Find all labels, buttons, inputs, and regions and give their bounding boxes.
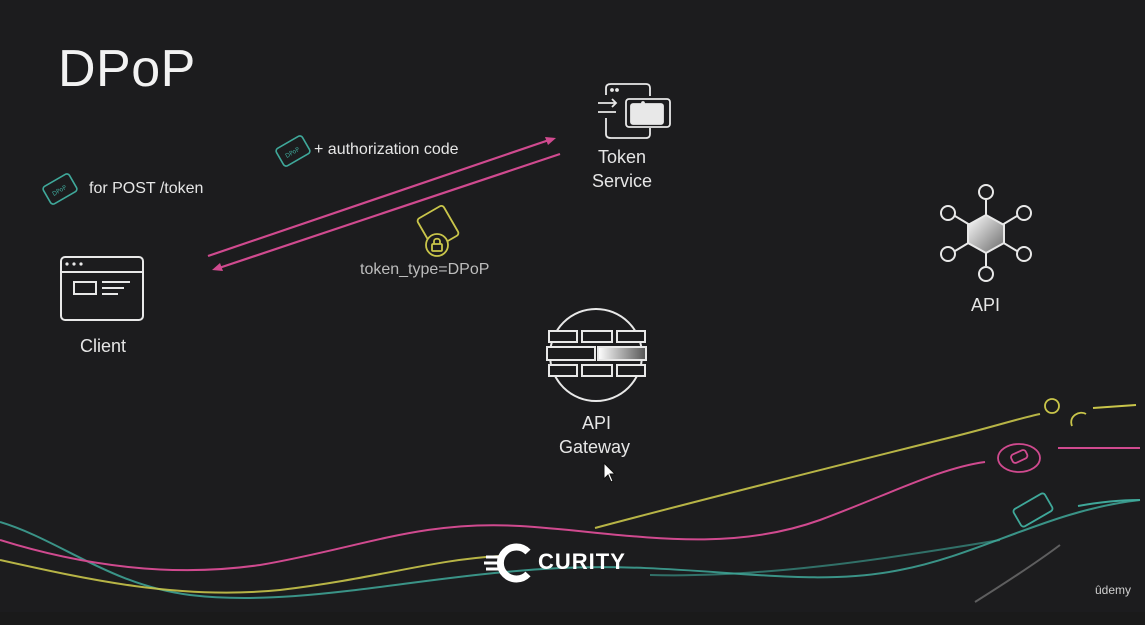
firewall-globe-icon [546, 308, 647, 402]
decorative-waves [0, 404, 1141, 603]
api-gateway-label-line2: Gateway [559, 437, 631, 457]
bottom-strip [0, 612, 1145, 625]
curity-logo-icon [484, 543, 531, 583]
token-service-label-line2: Service [592, 171, 653, 191]
teal-wave [0, 499, 1141, 599]
pink-wave [0, 461, 986, 572]
teal-wave-right [1077, 499, 1141, 507]
authorization-code-label: + authorization code [314, 141, 459, 158]
svg-text:DPoP: DPoP [284, 146, 301, 160]
slide-title: DPoP [58, 40, 196, 98]
white-wave [974, 544, 1061, 603]
user-outline-icon [1044, 398, 1087, 427]
dpop-ticket-icon: DPoP [42, 173, 78, 205]
mouse-cursor-icon [603, 462, 617, 483]
client-label: Client [80, 336, 127, 356]
browser-window-icon [60, 256, 144, 321]
token-service-label-line1: Token [598, 147, 647, 167]
circle-badge-icon [997, 443, 1041, 473]
token-exchange-icon [598, 83, 671, 139]
udemy-watermark: ûdemy [1095, 583, 1132, 597]
teal-wave-lower [649, 539, 1001, 577]
curity-brand-name: CURITY [538, 549, 626, 574]
locked-ticket-icon [416, 204, 460, 257]
api-label: API [971, 295, 1001, 315]
request-arrow [207, 137, 556, 258]
response-arrow [212, 152, 561, 271]
svg-text:DPoP: DPoP [51, 184, 68, 198]
for-post-token-label: for POST /token [89, 180, 204, 197]
dpop-ticket-icon: DPoP [275, 135, 311, 167]
hexagon-network-icon [940, 184, 1032, 282]
token-type-label: token_type=DPoP [360, 261, 490, 278]
ticket-outline-icon [1012, 492, 1054, 528]
yellow-wave [0, 413, 1041, 594]
api-gateway-label-line1: API [582, 413, 612, 433]
yellow-wave-right [1092, 404, 1137, 409]
